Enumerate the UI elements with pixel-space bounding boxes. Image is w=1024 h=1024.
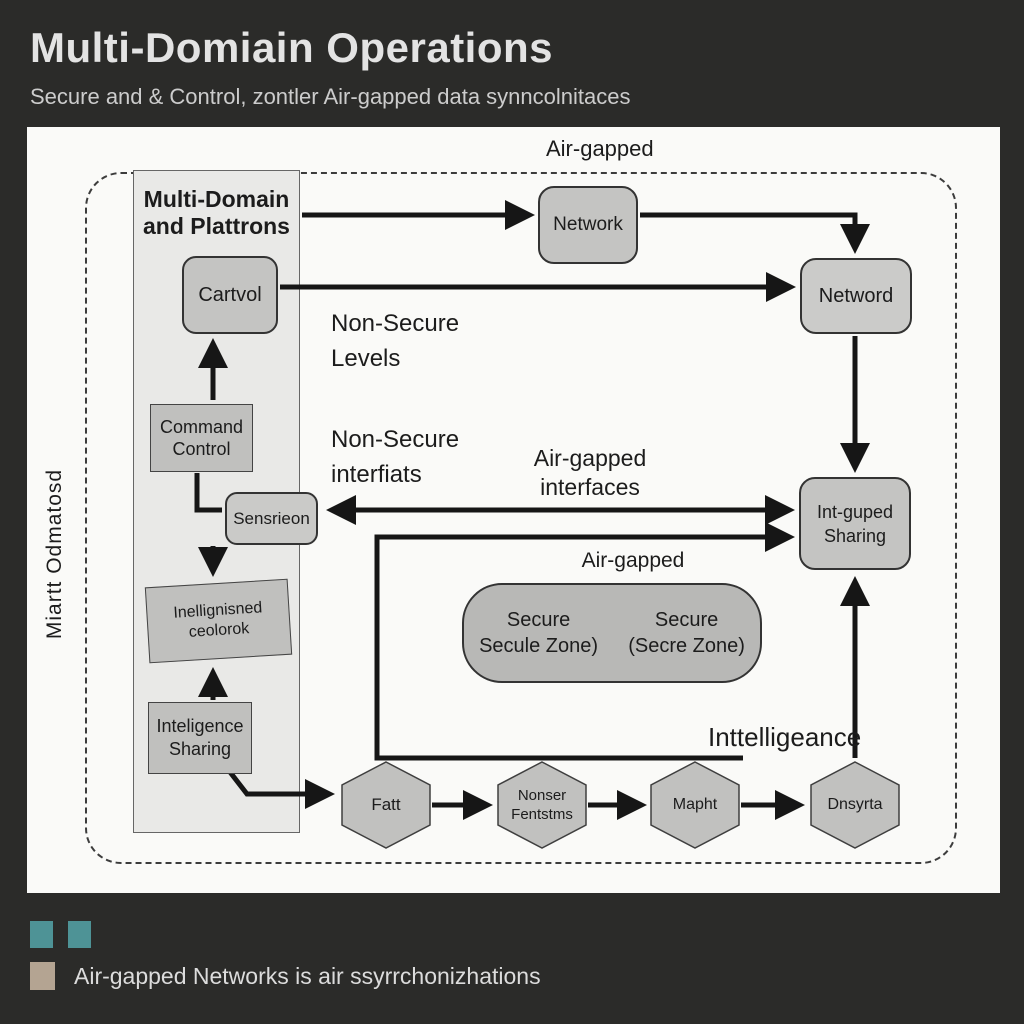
hexagon-nonser-fentstms: Nonser Fentstms xyxy=(500,776,584,834)
nsi-line2: interfiats xyxy=(331,461,422,488)
hex3-line1: Dnsyrta xyxy=(827,796,883,813)
node-intel-sharing: Inteligence Sharing xyxy=(148,702,252,774)
hex1-line2: Fentstms xyxy=(511,806,573,823)
label-non-secure-interfiats: Non-Secure interfiats xyxy=(331,422,459,492)
secure-zone-left: Secure Secule Zone) xyxy=(479,607,598,659)
dashed-boundary xyxy=(85,172,957,864)
node-command-control: Command Control xyxy=(150,404,253,472)
hexagon-dnsyrta: Dnsyrta xyxy=(813,776,897,834)
nsl-line2: Levels xyxy=(331,345,401,372)
label-side-vertical: Miartt Odmatosd xyxy=(43,468,66,640)
column-header-line1: Multi-Domain xyxy=(143,186,290,212)
node-secure-zone-pill: Secure Secule Zone) Secure (Secre Zone) xyxy=(462,583,762,683)
nsi-line1: Non-Secure xyxy=(331,426,460,453)
secure-zone-right: Secure (Secre Zone) xyxy=(628,607,745,659)
node-netword-right: Netword xyxy=(800,258,912,334)
netword-label: Netword xyxy=(818,284,894,307)
hexagon-fatt: Fatt xyxy=(344,776,428,834)
column-header-line2: and Plattrons xyxy=(143,213,290,239)
label-air-gapped-interfaces: Air-gapped interfaces xyxy=(510,444,670,502)
intguped-line2: Sharing xyxy=(823,525,887,546)
page-title: Multi-Domiain Operations xyxy=(30,24,554,71)
intguped-line1: Int-guped xyxy=(816,501,894,522)
hexagon-mapht: Mapht xyxy=(653,776,737,834)
legend-swatch-teal-2 xyxy=(68,921,91,948)
node-sensrieon: Sensrieon xyxy=(225,492,318,545)
agi-line1: Air-gapped xyxy=(533,445,647,471)
intel-line1: Inteligence xyxy=(156,716,244,736)
rotated-line2: ceolorok xyxy=(188,620,250,641)
legend-text: Air-gapped Networks is air ssyrrchonizha… xyxy=(74,963,541,989)
label-air-gapped-top: Air-gapped xyxy=(546,136,654,161)
sensrieon-label: Sensrieon xyxy=(233,508,310,528)
node-cartvol: Cartvol xyxy=(182,256,278,334)
label-non-secure-levels: Non-Secure Levels xyxy=(331,306,459,376)
intel-line2: Sharing xyxy=(168,739,232,759)
legend-swatch-tan xyxy=(30,962,55,990)
hex2-line1: Mapht xyxy=(672,796,718,813)
node-network-top: Network xyxy=(538,186,638,264)
network-top-label: Network xyxy=(553,214,623,235)
secure-right-line1: Secure xyxy=(654,609,719,631)
hex0-line1: Fatt xyxy=(371,795,401,814)
nsl-line1: Non-Secure xyxy=(331,310,460,337)
rotated-line1: Inellignisned xyxy=(172,599,263,622)
node-int-guped-sharing: Int-guped Sharing xyxy=(799,477,911,570)
page-subtitle: Secure and & Control, zontler Air-gapped… xyxy=(30,84,631,109)
node-rotated-box: Inellignisned ceolorok xyxy=(144,578,293,664)
secure-right-line2: (Secre Zone) xyxy=(628,635,745,657)
hex1-line1: Nonser xyxy=(517,787,567,804)
command-line2: Control xyxy=(172,439,231,459)
legend-swatch-teal-1 xyxy=(30,921,53,948)
secure-left-line2: Secule Zone) xyxy=(479,635,599,657)
agi-line2: interfaces xyxy=(540,474,640,500)
left-column-header: Multi-Domain and Plattrons xyxy=(136,186,297,240)
node-cartvol-label: Cartvol xyxy=(198,283,262,306)
label-air-gapped-mid: Air-gapped xyxy=(581,549,685,572)
label-inttelligeance: Inttelligeance xyxy=(708,722,862,752)
command-line1: Command xyxy=(159,417,244,437)
secure-left-line1: Secure xyxy=(506,609,571,631)
